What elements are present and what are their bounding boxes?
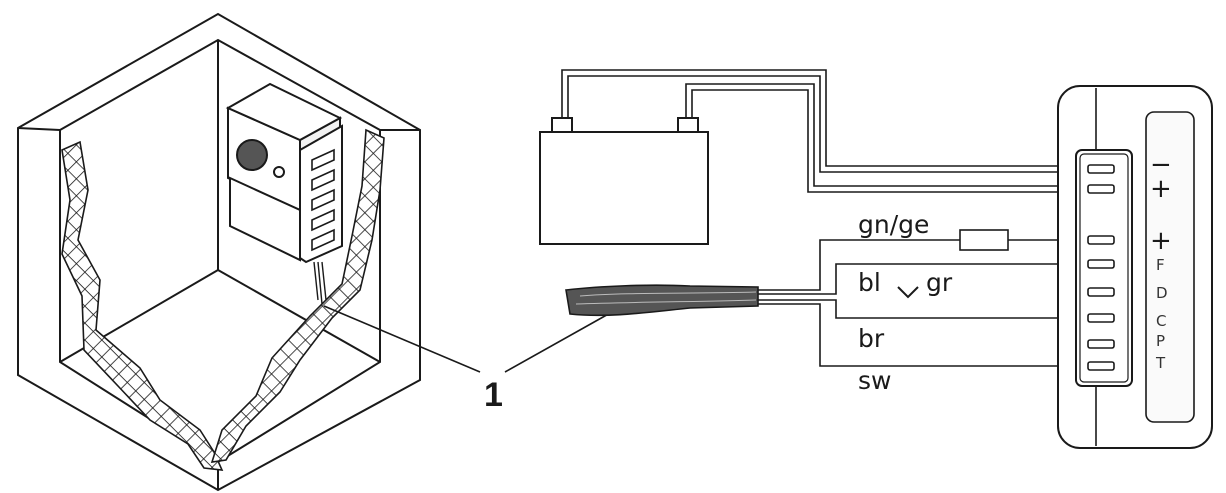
- battery-wires: [561, 69, 1086, 193]
- pin-6: [1087, 313, 1115, 323]
- pin-1: [1087, 164, 1115, 174]
- battery-wire-plus-outer: [685, 83, 1086, 187]
- insulation-strip-right: [210, 128, 385, 463]
- pin-8: [1087, 361, 1115, 371]
- battery-wire-plus-inner: [691, 89, 1086, 193]
- battery-wire-minus-outer: [561, 69, 1086, 167]
- wire-label-gn-ge: gn/ge: [858, 210, 930, 239]
- pin-2: [1087, 184, 1115, 194]
- pin-label-minus: −: [1150, 150, 1172, 180]
- control-knob-icon: [273, 166, 285, 178]
- wire-label-br: br: [858, 324, 885, 353]
- battery-terminal-right: [677, 117, 699, 133]
- callout-leader-left: [323, 305, 481, 373]
- wire-label-bl: bl: [858, 268, 881, 297]
- pin-label-D: D: [1156, 284, 1169, 302]
- cabinet-corner-left: [17, 127, 61, 131]
- callout-leader-right: [504, 311, 613, 373]
- battery-wire-minus-inner: [567, 75, 1086, 173]
- pin-3: [1087, 235, 1115, 245]
- pin-label-C: C: [1156, 312, 1168, 330]
- wire-br: [758, 299, 1086, 319]
- terminal-clamps: [311, 148, 335, 252]
- battery-body: [539, 131, 709, 245]
- pin-label-plus-2: +: [1150, 226, 1172, 256]
- wire-sw: [758, 303, 1086, 367]
- pin-label-T: T: [1156, 354, 1167, 372]
- battery: [539, 117, 709, 245]
- control-unit-top: [225, 82, 343, 142]
- or-symbol-icon: [897, 286, 919, 299]
- inline-fuse: [959, 229, 1009, 251]
- pin-7: [1087, 339, 1115, 349]
- label-panel: [1145, 111, 1195, 423]
- signal-wires: [758, 229, 1086, 367]
- control-unit-backplate: [229, 176, 301, 262]
- wire-gn-ge: [758, 239, 960, 291]
- control-unit: [225, 82, 343, 305]
- cable-bundle: [565, 284, 759, 317]
- pin-label-plus-1: +: [1150, 174, 1172, 204]
- wire-label-sw: sw: [858, 366, 892, 395]
- pin-label-P: P: [1156, 332, 1167, 350]
- wire-label-gr: gr: [926, 268, 953, 297]
- speaker-grille-icon: [236, 139, 268, 171]
- cabinet-floor-edge-right: [217, 269, 381, 363]
- pin-5: [1087, 287, 1115, 297]
- controller-housing: [1057, 85, 1213, 449]
- insulation-strips: [61, 128, 385, 471]
- battery-terminal-left: [551, 117, 573, 133]
- callout-number: 1: [484, 376, 503, 414]
- pin-label-F: F: [1156, 256, 1166, 274]
- connector-pins: [1087, 164, 1115, 371]
- pin-4: [1087, 259, 1115, 269]
- callout-leaders: [323, 305, 613, 373]
- wire-bl-gr: [758, 263, 1086, 295]
- unit-cables: [313, 261, 327, 305]
